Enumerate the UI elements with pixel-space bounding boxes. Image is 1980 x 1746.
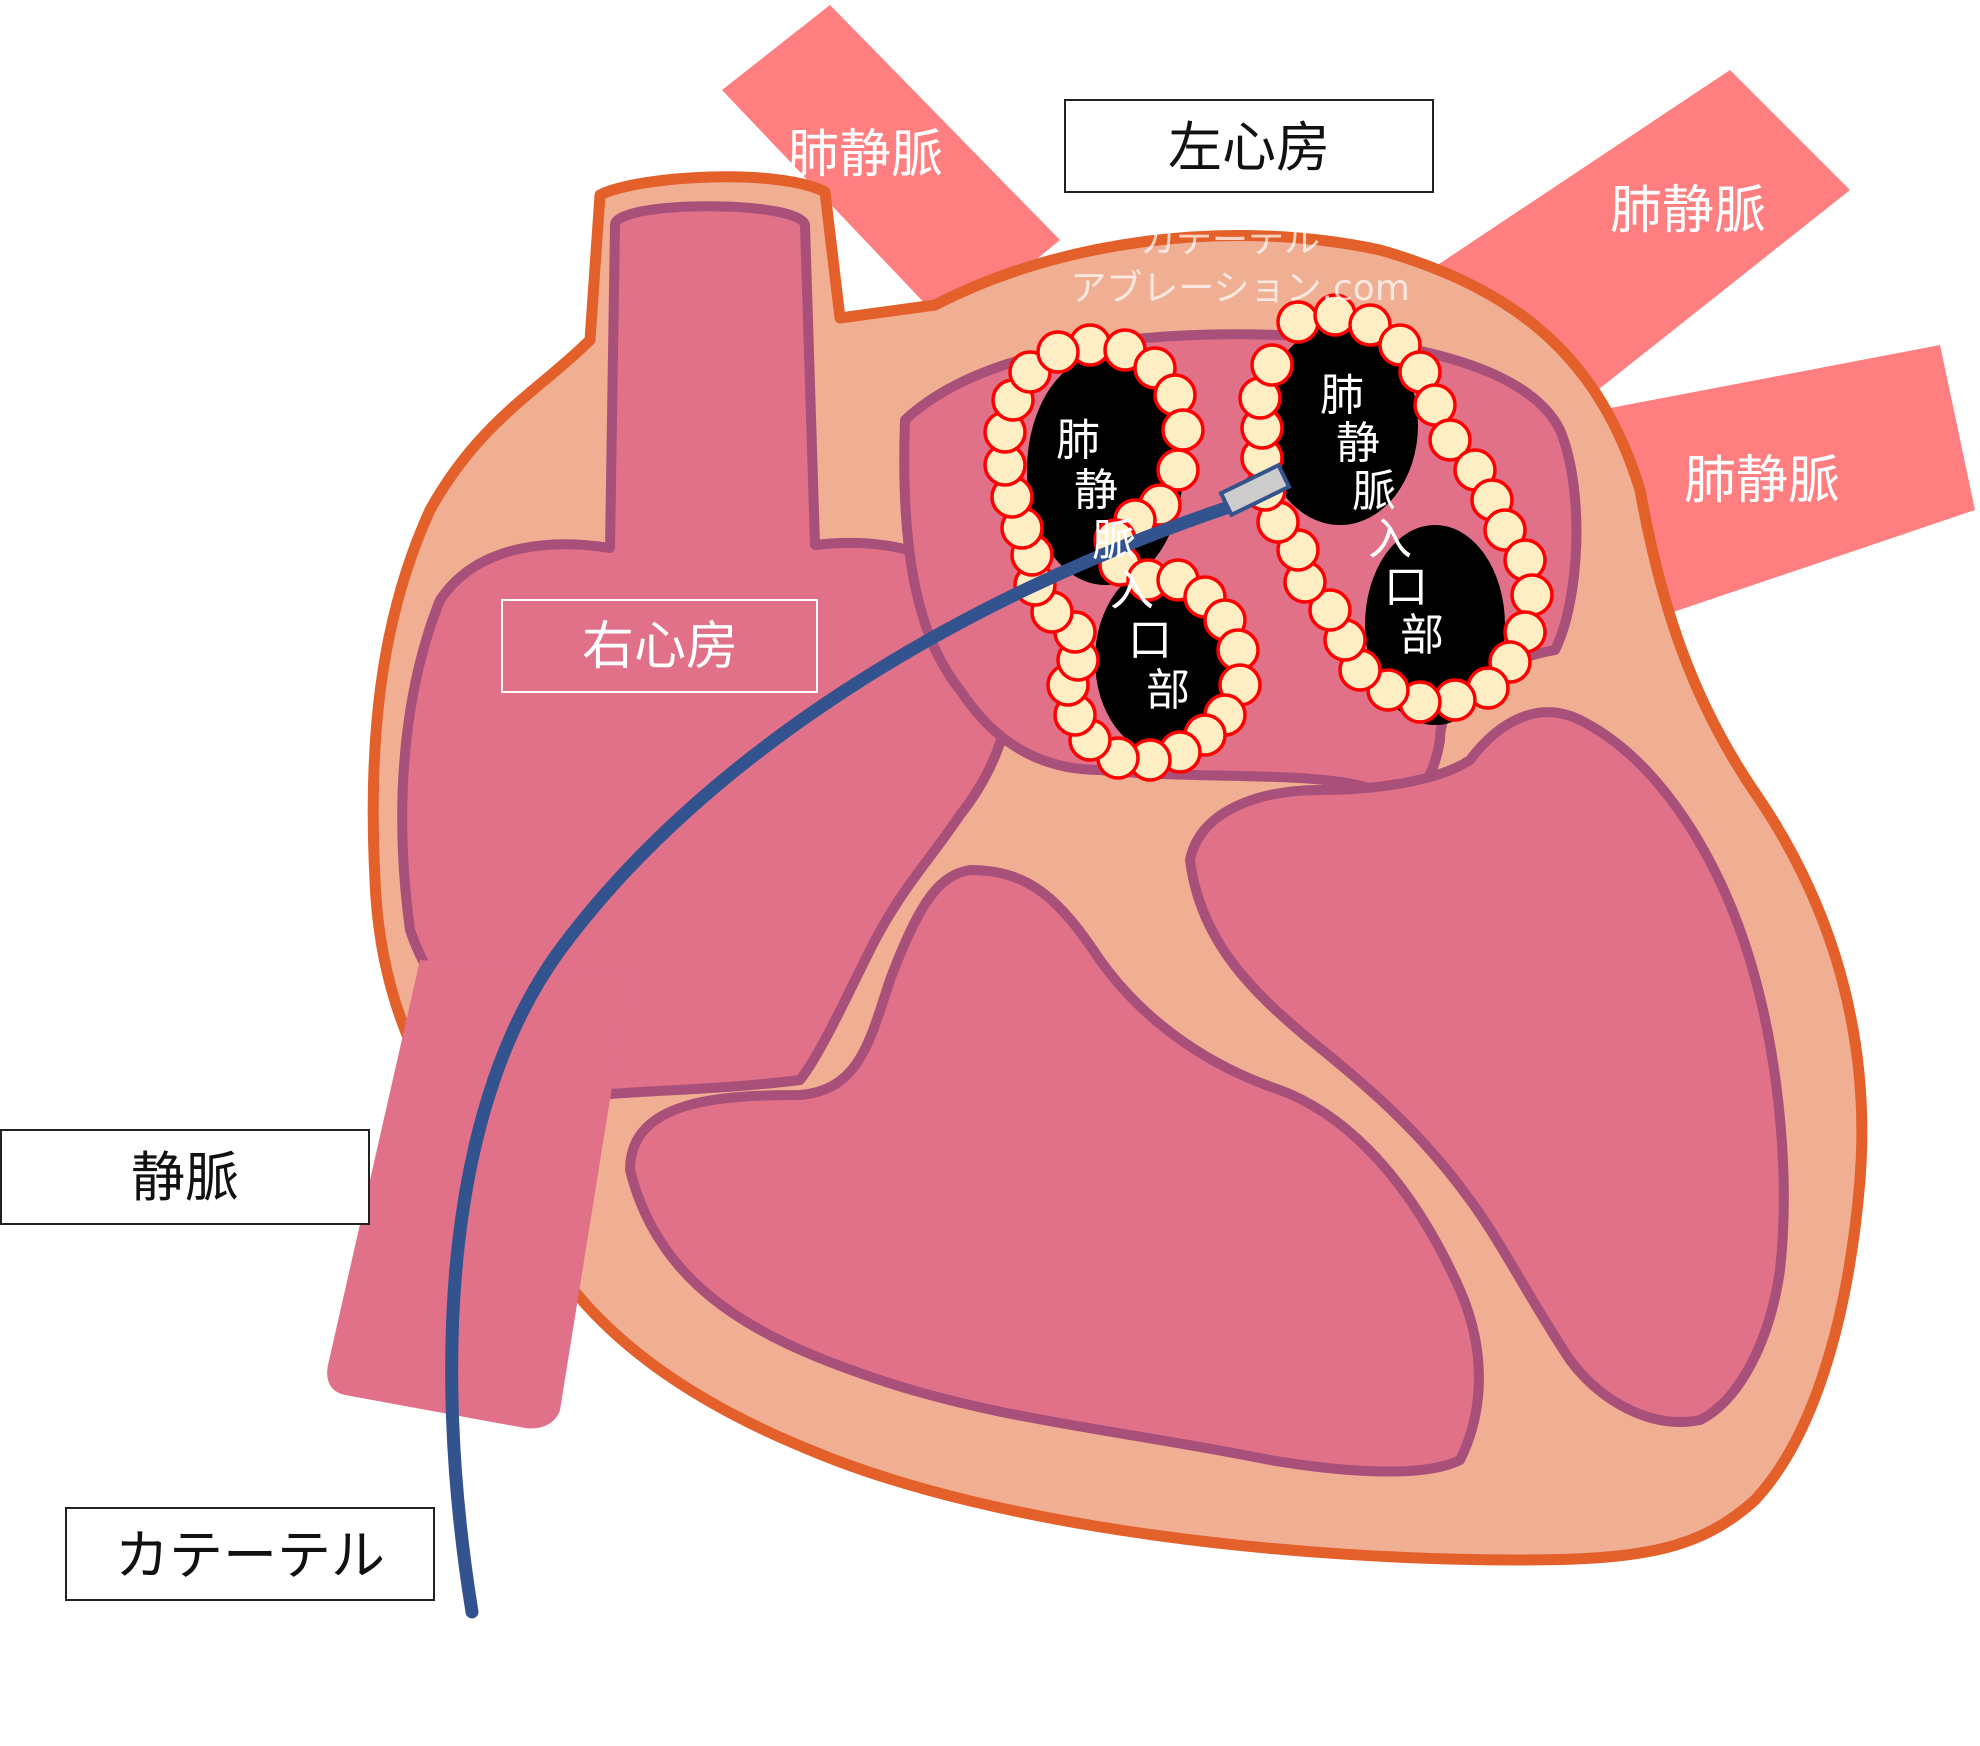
- pulmonary-vein-label-2: 肺静脈: [1610, 181, 1766, 241]
- ostium-upper-right: [1262, 325, 1418, 525]
- catheter-label-box: カテーテル: [65, 1507, 435, 1601]
- ostium-label-char: 部: [1146, 665, 1190, 716]
- ostium-label-char: 口: [1384, 562, 1428, 613]
- ablation-point: [1428, 418, 1472, 462]
- pulmonary-vein-label-1: 肺静脈: [787, 125, 943, 185]
- left-atrium-label: 左心房: [1168, 116, 1330, 179]
- ablation-point: [1308, 588, 1352, 632]
- pulmonary-vein-upper-left: [722, 5, 1060, 330]
- vein-label: 静脈: [131, 1146, 239, 1209]
- watermark-line-2: アブレーション.com: [1070, 268, 1410, 309]
- left-ventricle-chamber: [1185, 707, 1789, 1427]
- ostium-label-char: 脈: [1352, 466, 1396, 517]
- ostium-label-char: 静: [1074, 465, 1118, 516]
- ostium-label-char: 入: [1110, 565, 1154, 616]
- ostium-label-char: 肺: [1320, 370, 1364, 421]
- ablation-point: [1510, 573, 1554, 617]
- right-ventricle-chamber: [625, 865, 1484, 1477]
- watermark-line-1: カテーテル: [1140, 220, 1320, 261]
- vein-label-box: 静脈: [0, 1129, 370, 1225]
- ablation-point: [1036, 330, 1080, 374]
- ostium-label-char: 口: [1128, 615, 1172, 666]
- right-atrium-label: 右心房: [582, 617, 738, 677]
- ostium-label-char: 脈: [1092, 515, 1136, 566]
- ablation-point: [1161, 408, 1205, 452]
- pulmonary-vein-label-3: 肺静脈: [1684, 451, 1840, 511]
- ostium-label-char: 肺: [1056, 415, 1100, 466]
- pulmonary-vein-lower-right: [1600, 345, 1975, 630]
- left-atrium-label-box: 左心房: [1064, 99, 1434, 193]
- ostium-label-char: 部: [1400, 610, 1444, 661]
- catheter-line: [445, 498, 1242, 1619]
- ablation-point: [1156, 448, 1200, 492]
- ostium-label-char: 静: [1336, 418, 1380, 469]
- ostium-label-char: 入: [1368, 514, 1412, 565]
- ablation-point: [1503, 538, 1547, 582]
- ablation-lesion-rings: [983, 293, 1554, 782]
- right-atrium-label-box: 右心房: [501, 599, 818, 693]
- catheter-tip-electrode: [1218, 462, 1292, 518]
- ablation-point: [1250, 343, 1294, 387]
- catheter-label: カテーテル: [115, 1524, 385, 1587]
- ablation-point: [1483, 508, 1527, 552]
- ablation-point: [1153, 373, 1197, 417]
- inferior-vena-cava: [327, 960, 630, 1429]
- ablation-point: [1348, 303, 1392, 347]
